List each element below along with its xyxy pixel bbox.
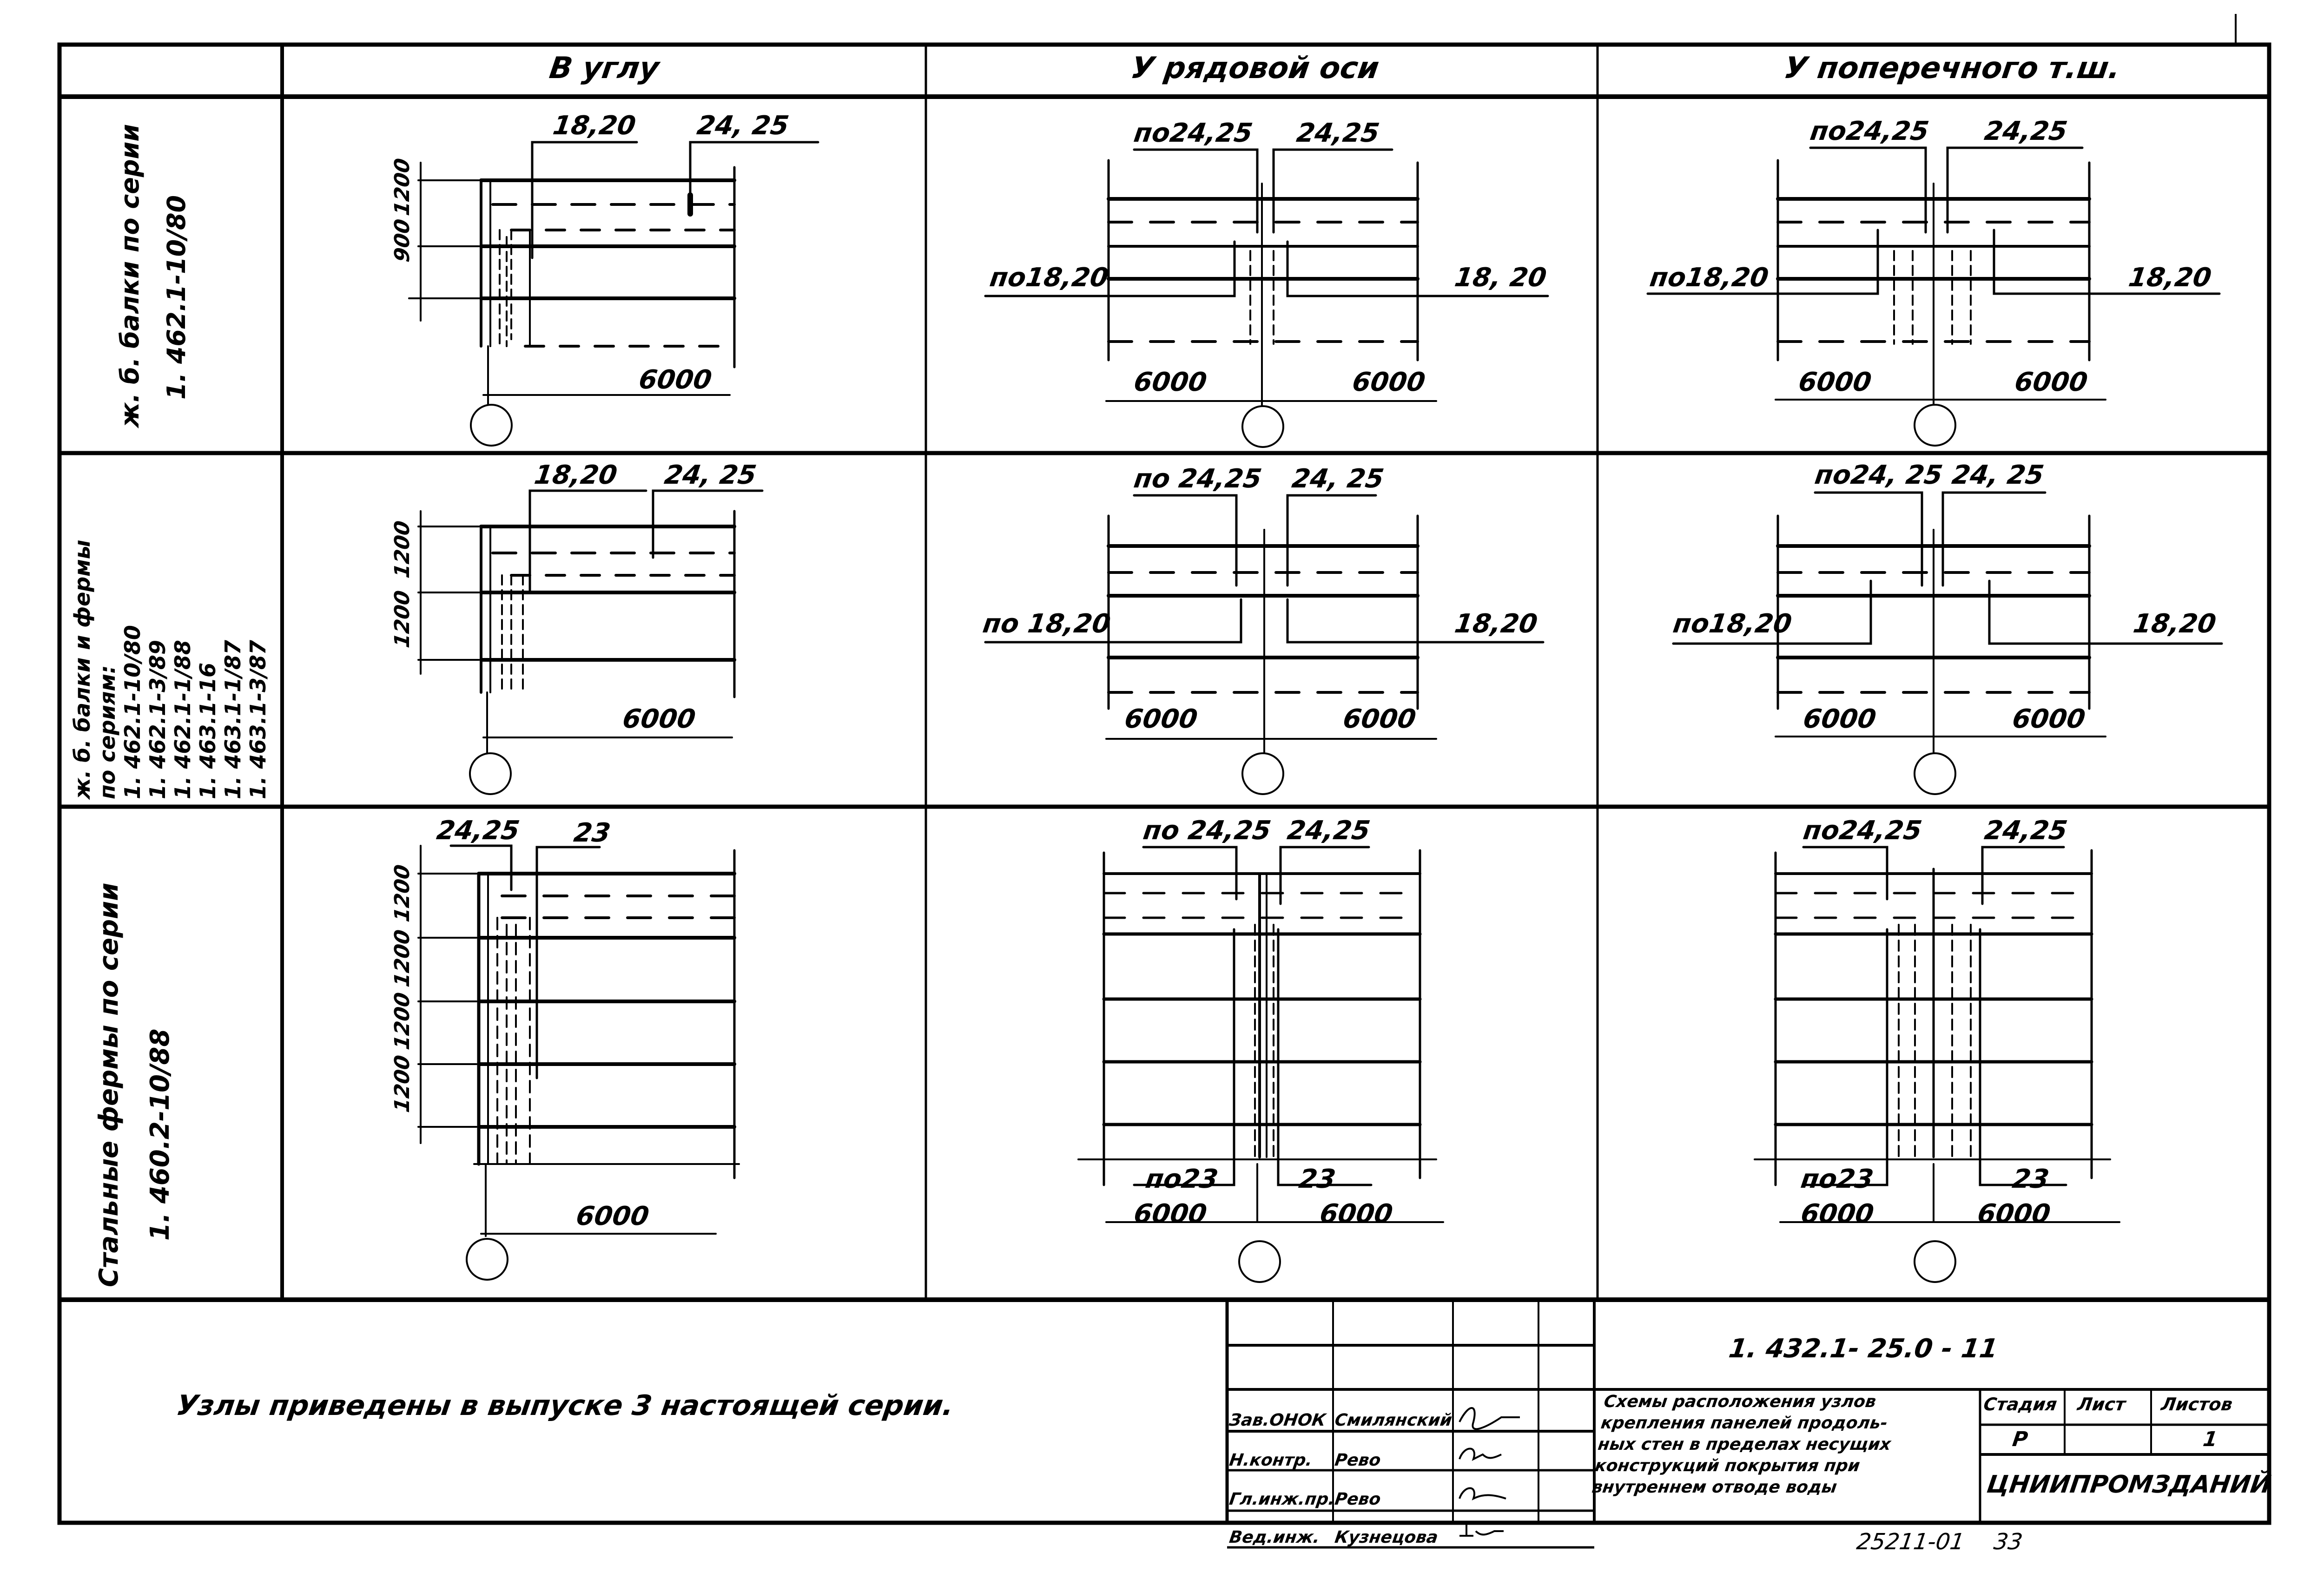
- scheme-r3-corner: [417, 844, 740, 1237]
- scheme-r1-row-axis: [984, 148, 1549, 410]
- scheme-r3-row-axis: [1077, 846, 1444, 1223]
- scheme-r2-row-axis: [984, 494, 1545, 754]
- signature-icon: [1459, 1407, 1520, 1430]
- scheme-r1-corner: [408, 141, 819, 405]
- signature-icon: [1459, 1447, 1502, 1461]
- scheme-r2-corner: [417, 489, 764, 754]
- scheme-r3-transverse: [1754, 846, 2120, 1223]
- signature-icon: [1459, 1487, 1506, 1500]
- archive-number: 25211-01: [1855, 1529, 1967, 1555]
- page-number: 33: [1992, 1529, 2025, 1555]
- signature-icon: [1459, 1522, 1504, 1537]
- scheme-r1-transverse: [1646, 146, 2221, 410]
- scheme-r2-transverse: [1672, 491, 2223, 754]
